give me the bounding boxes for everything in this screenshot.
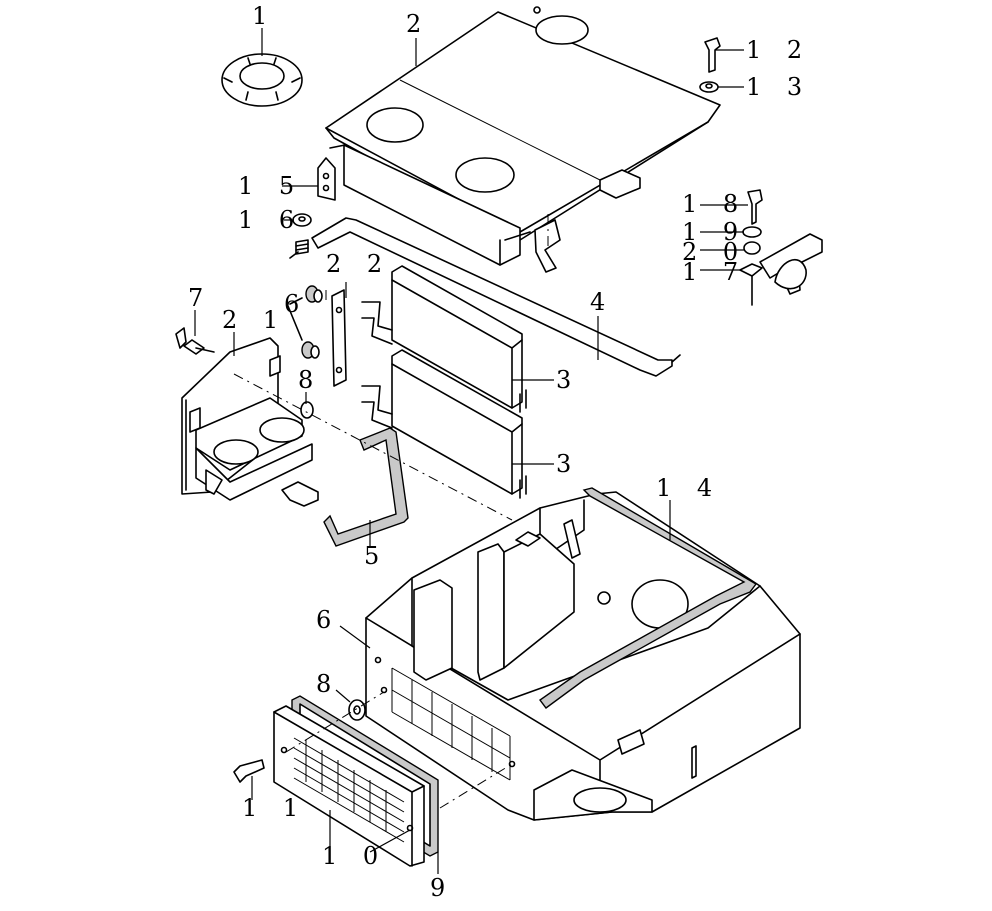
callout-8-upper: 8 [298, 366, 322, 394]
part-8-washer-lower [348, 699, 366, 721]
part-11-bolt [233, 759, 265, 783]
leader-lines [194, 28, 748, 874]
part-1-grommet [221, 53, 303, 107]
callout-8-lower: 8 [316, 670, 340, 698]
callout-labels: 1 2 1 2 1 3 1 5 1 6 1 8 1 9 2 0 1 7 2 2 … [188, 2, 811, 902]
callout-6-lower: 6 [316, 606, 340, 634]
part-10-front-grille [273, 705, 425, 867]
part-15-bracket [317, 157, 336, 201]
part-16-washer-stud [289, 213, 312, 259]
part-14-frame-rod [539, 487, 758, 709]
callout-12: 1 2 [746, 36, 811, 64]
callout-14: 1 4 [656, 474, 721, 502]
part-3-panel-upper [361, 265, 527, 413]
callout-3-upper: 3 [556, 366, 580, 394]
callout-1: 1 [252, 2, 276, 30]
callout-3-lower: 3 [556, 450, 580, 478]
part-17-20-bracket-set [739, 189, 823, 306]
callout-6-upper: 6 [284, 290, 308, 318]
callout-18: 1 8 [682, 190, 747, 218]
callout-20: 2 0 [682, 238, 747, 266]
housing-grille [391, 667, 511, 781]
part-3-panel-lower [361, 349, 527, 499]
part-2-top-cover [325, 6, 721, 273]
part-7-wing-bolt [175, 327, 215, 355]
callout-15: 1 5 [238, 172, 303, 200]
callout-5: 5 [364, 542, 388, 570]
callout-22: 2 2 [326, 250, 391, 278]
part-22-bracket-grommets [287, 285, 347, 419]
assembly-lines [233, 214, 549, 809]
callout-11: 1 1 [242, 794, 307, 822]
callout-21: 2 1 [222, 306, 287, 334]
callout-4: 4 [590, 288, 614, 316]
callout-9: 9 [430, 874, 454, 902]
callout-17: 1 7 [682, 258, 747, 286]
callout-19: 1 9 [682, 218, 747, 246]
part-5-u-rod [323, 427, 409, 547]
part-12-13-bolt-washer [699, 37, 721, 93]
part-4-long-rod [311, 217, 681, 377]
part-21-side-plate [181, 337, 319, 507]
callout-16: 1 6 [238, 206, 303, 234]
callout-7: 7 [188, 284, 212, 312]
part-6-main-housing [365, 491, 801, 821]
callout-10: 1 0 [322, 842, 387, 870]
callout-13: 1 3 [746, 73, 811, 101]
callout-2: 2 [406, 10, 430, 38]
